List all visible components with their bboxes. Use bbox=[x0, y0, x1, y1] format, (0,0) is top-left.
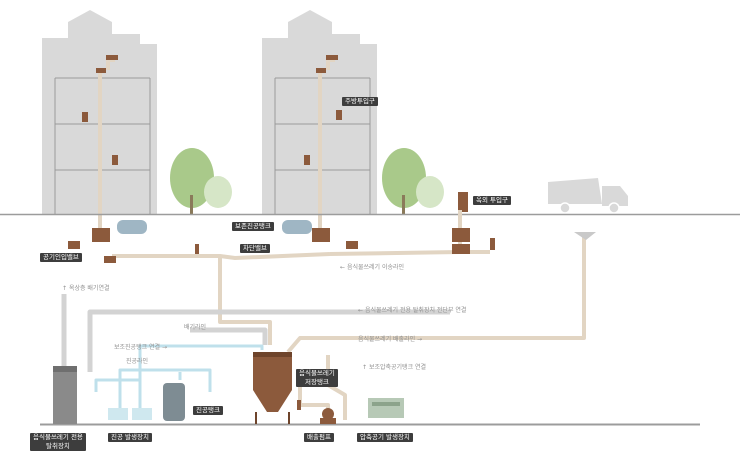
tree-left bbox=[170, 148, 232, 214]
label-kitchen-inlet: 주방투입구 bbox=[342, 97, 378, 106]
note-deodorizer-connection-text: 음식물쓰레기 전용 탈취장치 전단부 연결 bbox=[364, 307, 467, 314]
vacuum-tank-shape bbox=[163, 383, 185, 421]
note-compressed-air-connection: ↑ 보조압축공기탱크 연결 bbox=[362, 364, 427, 371]
label-vacuum-generator: 진공 발생장치 bbox=[108, 433, 152, 442]
label-discharge-pump: 배출펌프 bbox=[304, 433, 334, 442]
tree-right bbox=[382, 148, 444, 214]
aux-vacuum-tanks bbox=[117, 220, 312, 234]
label-vacuum-tank: 진공탱크 bbox=[193, 406, 223, 415]
label-shutoff-valve: 차단밸브 bbox=[240, 244, 270, 253]
pump-shape bbox=[297, 400, 336, 424]
compressor-shape bbox=[368, 398, 404, 418]
vacuum-generators bbox=[108, 408, 152, 420]
label-deodorizer-line1: 음식물쓰레기 전용 bbox=[33, 433, 83, 441]
label-outdoor-inlet: 옥외 투입구 bbox=[473, 196, 511, 205]
note-transfer-line-text: 음식물쓰레기 이송라인 bbox=[346, 264, 405, 271]
label-air-inlet-valve: 공기인입밸브 bbox=[40, 253, 82, 262]
truck bbox=[548, 178, 628, 214]
exhaust-pipes bbox=[61, 294, 450, 372]
label-deodorizer: 음식물쓰레기 전용 탈취장치 bbox=[30, 433, 86, 451]
note-roof-exhaust: ↑ 옥상층 배기연결 bbox=[62, 285, 110, 292]
inlet-icons bbox=[82, 55, 468, 212]
note-roof-exhaust-text: 옥상층 배기연결 bbox=[68, 285, 110, 292]
note-transfer-line: ← 음식물쓰레기 이송라인 bbox=[340, 264, 405, 271]
surface-units bbox=[68, 228, 596, 263]
label-aux-vacuum-tank: 보존진공탱크 bbox=[232, 222, 274, 231]
label-storage-tank: 음식물쓰레기 저장탱크 bbox=[296, 369, 338, 387]
vacuum-pipes bbox=[94, 344, 264, 412]
note-aux-tank-connection-text: 보조진공탱크 연결 bbox=[114, 344, 161, 351]
label-compressor: 압축공기 발생장치 bbox=[357, 433, 413, 442]
note-discharge-line: 음식물쓰레기 배출라인 → bbox=[358, 336, 423, 343]
note-aux-tank-connection: 보조진공탱크 연결 → bbox=[114, 344, 168, 351]
note-compressed-air-connection-text: 보조압축공기탱크 연결 bbox=[368, 364, 427, 371]
label-deodorizer-line2: 탈취장치 bbox=[45, 442, 70, 450]
note-discharge-line-text: 음식물쓰레기 배출라인 bbox=[358, 336, 416, 343]
storage-tank-shape bbox=[253, 352, 292, 424]
label-storage-tank-line1: 음식물쓰레기 bbox=[299, 369, 335, 377]
note-vacuum-line: 진공라인 bbox=[126, 358, 149, 365]
note-deodorizer-connection: ← 음식물쓰레기 전용 탈취장치 전단부 연결 bbox=[358, 307, 467, 314]
label-storage-tank-line2: 저장탱크 bbox=[304, 378, 329, 386]
deodorizer-shape bbox=[53, 366, 77, 424]
note-exhaust-line: 배기라인 bbox=[184, 324, 207, 331]
